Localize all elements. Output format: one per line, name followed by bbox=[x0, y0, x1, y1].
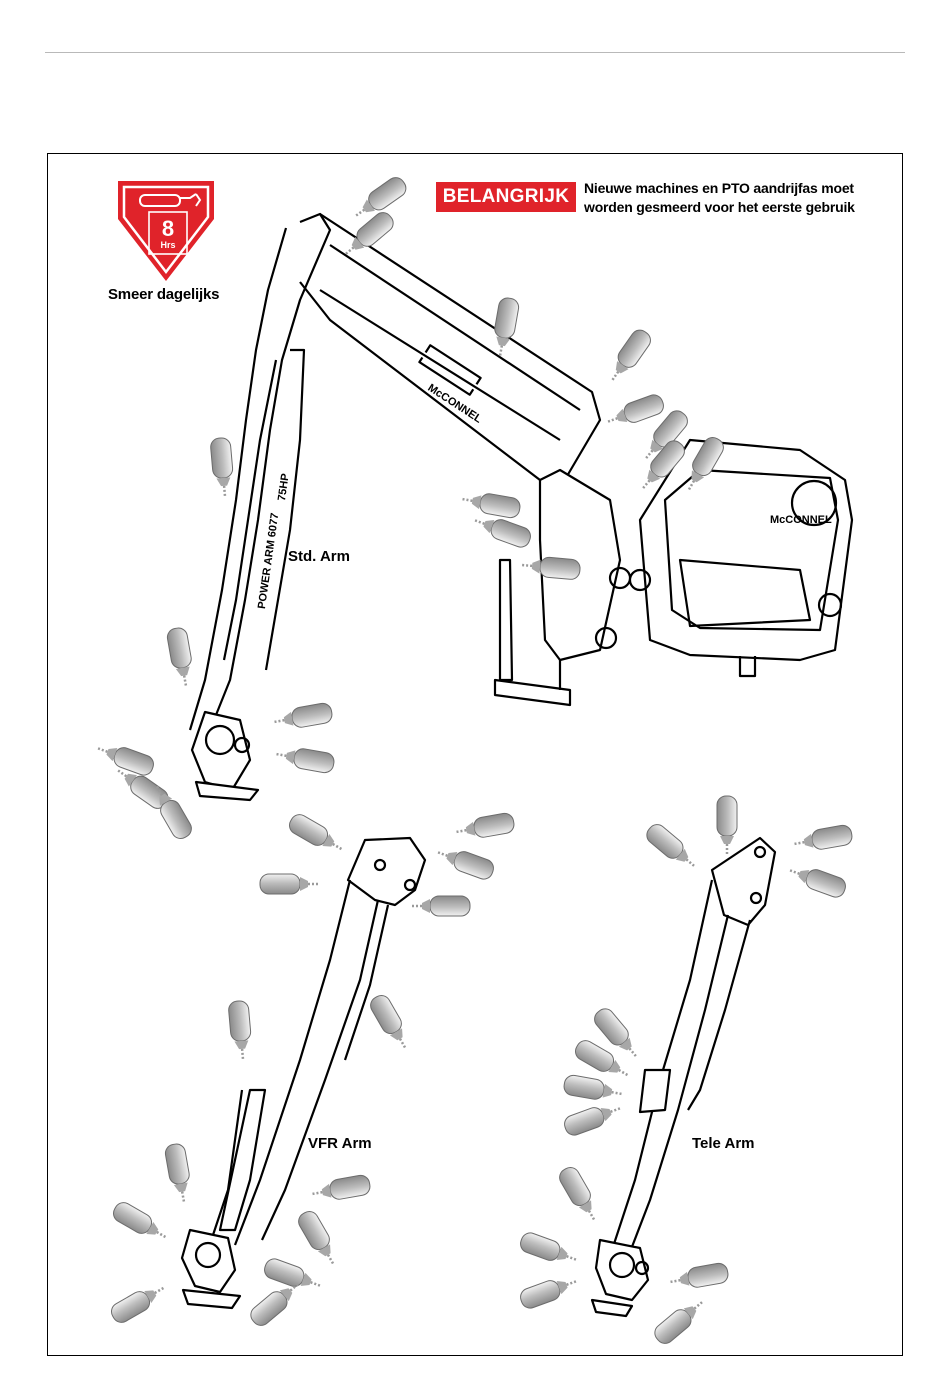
important-note: Nieuwe machines en PTO aandrijfas moet w… bbox=[584, 179, 855, 217]
grease-point-icon bbox=[260, 874, 318, 894]
grease-point-icon bbox=[295, 1208, 341, 1268]
grease-point-icon bbox=[340, 209, 397, 262]
tele-arm-label: Tele Arm bbox=[692, 1135, 755, 1152]
vfr-arm-machine bbox=[182, 838, 425, 1308]
brand-marking-body: McCONNEL bbox=[770, 514, 832, 526]
grease-point-icon bbox=[717, 796, 737, 854]
grease-point-icon bbox=[210, 437, 235, 497]
grease-point-icon bbox=[604, 327, 654, 386]
note-line-1: Nieuwe machines en PTO aandrijfas moet bbox=[584, 179, 855, 198]
grease-point-icon bbox=[787, 861, 848, 900]
grease-point-icon bbox=[286, 811, 346, 857]
grease-point-icon bbox=[435, 843, 496, 882]
grease-point-icon bbox=[110, 1199, 170, 1245]
std-arm-label: Std. Arm bbox=[288, 548, 350, 565]
grease-point-icon bbox=[228, 1000, 253, 1060]
grease-point-icon bbox=[273, 702, 334, 732]
grease-point-icon bbox=[605, 392, 666, 431]
grease-point-icon bbox=[311, 1174, 372, 1204]
std-arm-machine bbox=[190, 214, 852, 800]
grease-point-icon bbox=[95, 739, 156, 778]
grease-point-icon bbox=[412, 896, 470, 916]
grease-point-icon bbox=[262, 1256, 323, 1295]
tele-arm-machine bbox=[592, 838, 775, 1316]
grease-point-icon bbox=[651, 1294, 708, 1347]
interval-value: 8 bbox=[150, 218, 186, 240]
important-tag: BELANGRIJK bbox=[436, 182, 576, 212]
grease-point-icon bbox=[461, 489, 522, 519]
grease-point-icon bbox=[518, 1272, 579, 1311]
grease-point-icon bbox=[247, 1276, 304, 1329]
grease-point-icon bbox=[643, 821, 700, 874]
grease-point-icon bbox=[556, 1164, 602, 1224]
grease-point-icon bbox=[518, 1230, 579, 1269]
grease-point-icon bbox=[455, 812, 516, 842]
grease-point-icon bbox=[563, 1074, 624, 1104]
grease-point-icon bbox=[166, 627, 196, 688]
grease-point-icon bbox=[562, 1099, 623, 1138]
grease-point-icon bbox=[490, 297, 520, 358]
note-line-2: worden gesmeerd voor het eerste gebruik bbox=[584, 198, 855, 217]
grease-point-icon bbox=[275, 744, 336, 774]
badge-caption: Smeer dagelijks bbox=[108, 286, 238, 303]
interval-unit: Hrs bbox=[150, 240, 186, 250]
vfr-arm-label: VFR Arm bbox=[308, 1135, 372, 1152]
grease-point-icon bbox=[108, 1279, 168, 1325]
grease-point-icon bbox=[164, 1143, 194, 1204]
grease-point-icon bbox=[367, 992, 413, 1052]
grease-point-icon bbox=[669, 1262, 730, 1292]
grease-point-icon bbox=[793, 824, 854, 854]
